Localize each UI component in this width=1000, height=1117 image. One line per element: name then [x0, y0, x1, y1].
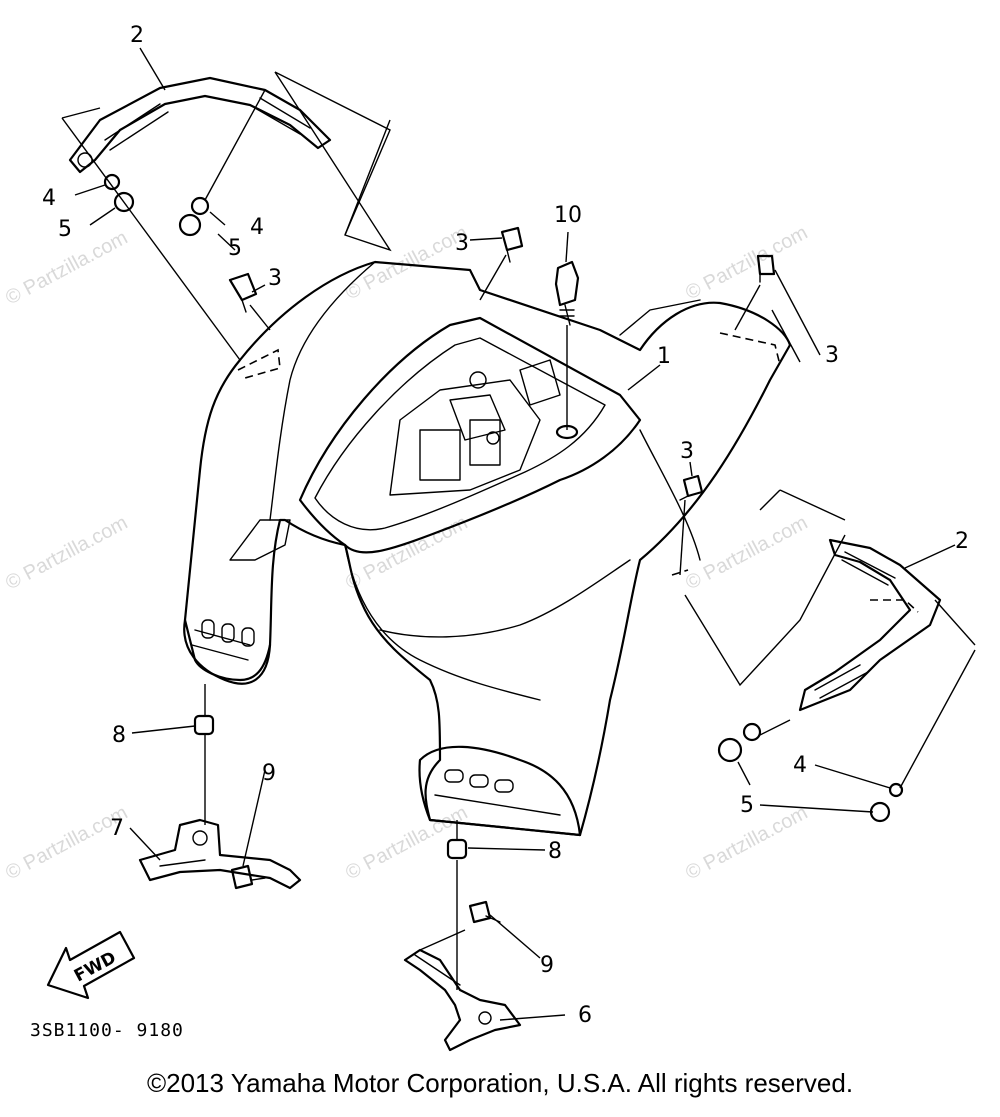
leader-lines	[61, 47, 976, 1021]
watermark: © Partzilla.com	[342, 802, 471, 885]
callout-3: 3	[680, 439, 694, 464]
callout-3: 3	[268, 266, 282, 291]
fwd-arrow: FWD	[46, 930, 136, 1000]
callout-4: 4	[793, 753, 807, 778]
callout-2: 2	[955, 529, 969, 554]
nut-4-a	[103, 173, 121, 191]
screw-3-d	[679, 474, 704, 501]
watermark: © Partzilla.com	[2, 512, 131, 595]
grommet-8-a	[193, 714, 215, 736]
watermark: © Partzilla.com	[342, 222, 471, 305]
watermark: © Partzilla.com	[2, 802, 131, 885]
callouts: 2 4 5 4 5 3 3 10 1 3 3 2 4 5 8 9 7 8 9 6	[42, 23, 969, 1028]
callout-5: 5	[228, 236, 242, 261]
nut-4-b	[190, 196, 210, 216]
callout-8: 8	[112, 723, 126, 748]
callout-3: 3	[825, 343, 839, 368]
callout-10: 10	[554, 203, 582, 228]
nut-4-d	[888, 782, 904, 798]
callout-6: 6	[578, 1003, 592, 1028]
bolt-10	[554, 260, 580, 326]
watermark: © Partzilla.com	[682, 222, 811, 305]
nut-4-c	[742, 722, 762, 742]
callout-4: 4	[42, 186, 56, 211]
callout-7: 7	[110, 816, 124, 841]
nut-5-d	[869, 801, 891, 823]
callout-2: 2	[130, 23, 144, 48]
grommet-8-b	[446, 838, 468, 860]
front-fender	[183, 260, 792, 837]
callout-8: 8	[548, 839, 562, 864]
callout-9: 9	[540, 953, 554, 978]
diagram-code: 3SB1100- 9180	[30, 1020, 184, 1041]
callout-5: 5	[58, 217, 72, 242]
screw-3-b	[500, 226, 524, 263]
callout-3: 3	[455, 231, 469, 256]
mud-flap-right	[798, 538, 942, 712]
watermark: © Partzilla.com	[682, 512, 811, 595]
nut-5-a	[113, 191, 135, 213]
bolt-9-a	[230, 864, 266, 890]
watermarks: © Partzilla.com © Partzilla.com © Partzi…	[2, 222, 811, 885]
callout-9: 9	[262, 761, 276, 786]
callout-4: 4	[250, 215, 264, 240]
callout-5: 5	[740, 793, 754, 818]
screw-3-c	[756, 254, 776, 283]
callout-1: 1	[657, 344, 671, 369]
screw-3-a	[228, 272, 258, 313]
mud-flap-left	[68, 76, 332, 174]
stay-bracket-7	[138, 818, 302, 890]
nut-5-c	[717, 737, 743, 763]
stay-bracket-6	[403, 948, 522, 1052]
copyright-notice: ©2013 Yamaha Motor Corporation, U.S.A. A…	[146, 1068, 854, 1098]
nut-5-b	[178, 213, 202, 237]
